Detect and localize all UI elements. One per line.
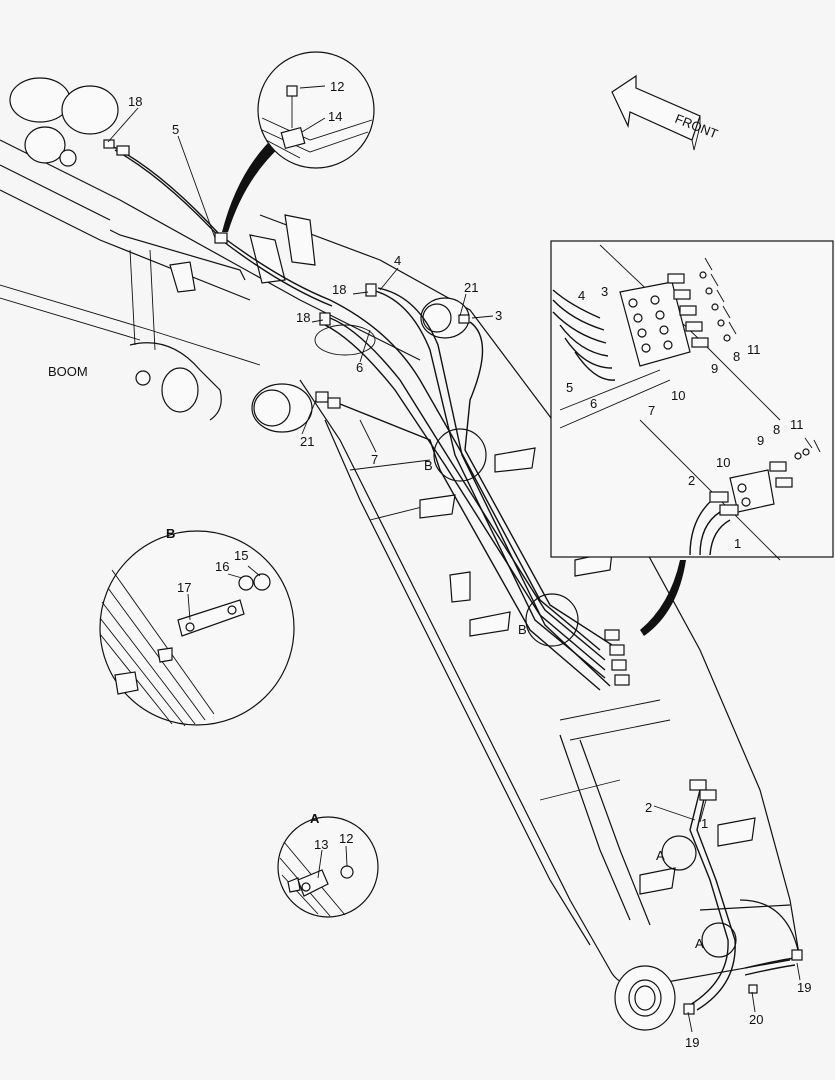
detail-a-title: A: [310, 811, 320, 826]
hose-bundle: [109, 144, 796, 1011]
callout-b-marker: B: [424, 458, 433, 473]
leader-lines: [107, 107, 801, 1033]
callout-a-marker: A: [695, 936, 704, 951]
top-callout-14: 14: [328, 109, 342, 124]
callout-21: 21: [464, 280, 478, 295]
callout-19: 19: [685, 1035, 699, 1050]
callout-18: 18: [296, 310, 310, 325]
box-callout-5: 5: [566, 380, 573, 395]
marker-b-upper: [433, 428, 487, 482]
top-callout-12: 12: [330, 79, 344, 94]
box-callout-6: 6: [590, 396, 597, 411]
box-callout-3: 3: [601, 284, 608, 299]
callout-3: 3: [495, 308, 502, 323]
callout-a-marker: A: [656, 848, 665, 863]
b-callout-16: 16: [215, 559, 229, 574]
callout-18: 18: [332, 282, 346, 297]
marker-a-lower: [701, 922, 737, 958]
marker-a-upper: [661, 835, 697, 871]
detail-b-title: B: [166, 526, 175, 541]
box-callout-10b: 10: [716, 455, 730, 470]
callout-2: 2: [645, 800, 652, 815]
box-callout-4: 4: [578, 288, 585, 303]
detail-b-inset: [99, 530, 295, 727]
a-callout-12: 12: [339, 831, 353, 846]
b-callout-15: 15: [234, 548, 248, 563]
callout-5: 5: [172, 122, 179, 137]
callout-20: 20: [749, 1012, 763, 1027]
detail-box: [550, 240, 834, 561]
box-callout-9b: 9: [757, 433, 764, 448]
callout-4: 4: [394, 253, 401, 268]
callout-18: 18: [128, 94, 142, 109]
box-callout-10: 10: [671, 388, 685, 403]
callout-19: 19: [797, 980, 811, 995]
box-callout-1: 1: [734, 536, 741, 551]
arm-structure: [0, 77, 801, 1031]
detail-markers: [433, 428, 737, 958]
front-arrow: [611, 74, 701, 151]
fittings: [103, 139, 803, 1015]
b-callout-17: 17: [177, 580, 191, 595]
boom-label: BOOM: [48, 364, 88, 379]
callout-7: 7: [371, 452, 378, 467]
callout-b-marker: B: [518, 622, 527, 637]
callout-1: 1: [701, 816, 708, 831]
a-callout-13: 13: [314, 837, 328, 852]
box-callout-11b: 11: [790, 417, 804, 432]
box-callout-11: 11: [747, 342, 761, 357]
box-callout-7: 7: [648, 403, 655, 418]
box-callout-8b: 8: [773, 422, 780, 437]
callout-21: 21: [300, 434, 314, 449]
boss-left: [251, 383, 313, 433]
box-callout-8: 8: [733, 349, 740, 364]
detail-top-inset: [257, 51, 375, 169]
callout-6: 6: [356, 360, 363, 375]
box-callout-9: 9: [711, 361, 718, 376]
box-callout-2: 2: [688, 473, 695, 488]
marker-b-lower: [525, 593, 579, 647]
labels: FRONT BOOM 18 5 4 18 18 21 3 6 21 7 B B …: [48, 79, 811, 1050]
detail-a-inset: [277, 816, 379, 918]
